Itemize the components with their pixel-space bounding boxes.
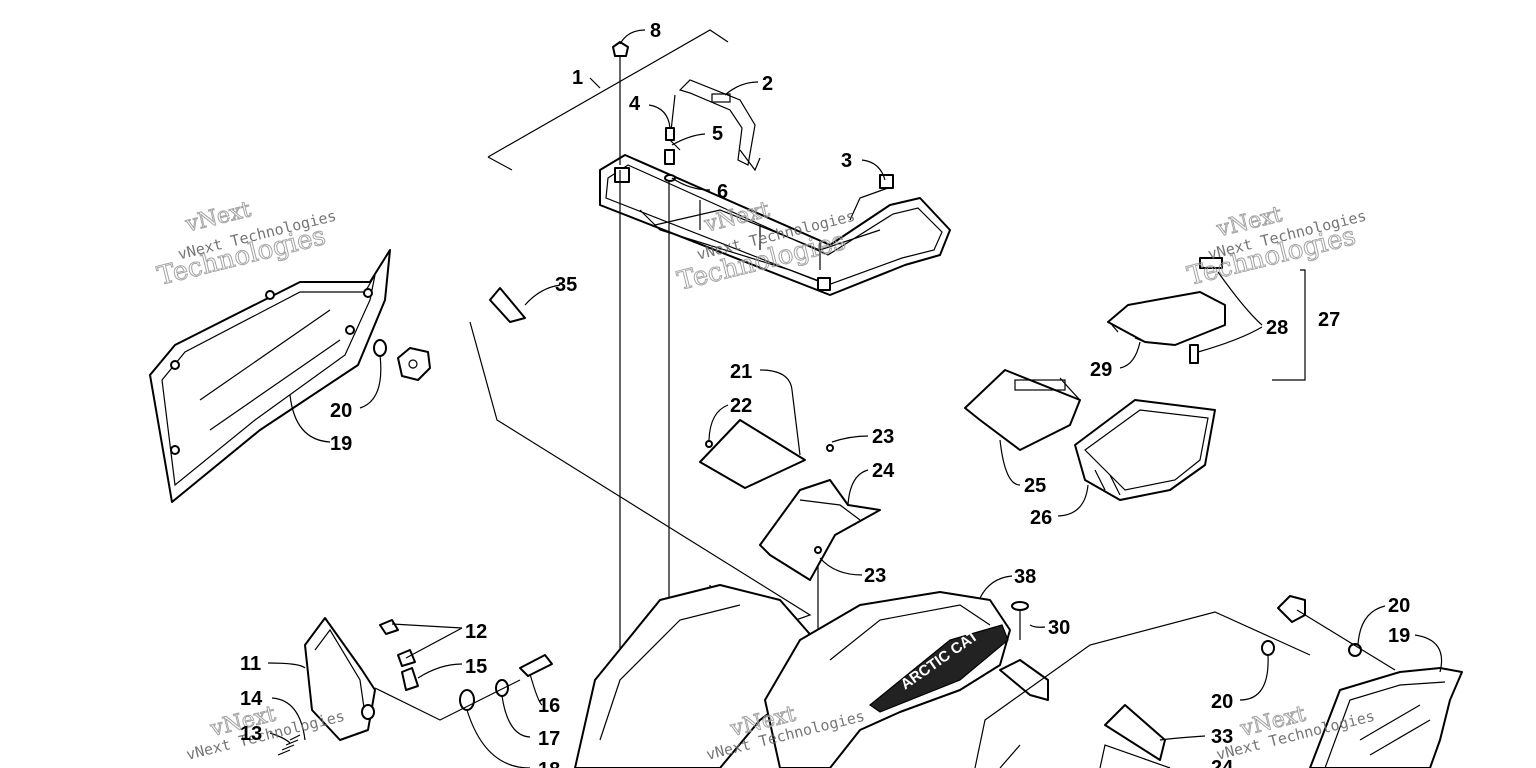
callout-15: 15 xyxy=(465,656,487,678)
callout-29: 29 xyxy=(1090,359,1112,381)
callout-1: 1 xyxy=(572,67,583,89)
callout-25: 25 xyxy=(1024,475,1046,497)
callout-20-lower: 20 xyxy=(1211,691,1233,713)
callout-13: 13 xyxy=(240,723,262,745)
callout-19-right: 19 xyxy=(1388,625,1410,647)
callout-35: 35 xyxy=(555,274,577,296)
callout-24: 24 xyxy=(872,460,895,482)
callout-labels: 8 1 2 4 5 3 6 35 27 28 29 21 20 22 23 19… xyxy=(240,20,1410,768)
center-covers xyxy=(699,419,881,581)
callout-12: 12 xyxy=(465,621,487,643)
callout-23-top: 23 xyxy=(872,426,894,448)
callout-5: 5 xyxy=(712,123,723,145)
callout-19-left: 19 xyxy=(330,433,352,455)
callout-26: 26 xyxy=(1030,507,1052,529)
callout-3: 3 xyxy=(841,150,852,172)
callout-22: 22 xyxy=(730,395,752,417)
callout-18: 18 xyxy=(538,759,560,768)
rack-hardware xyxy=(612,41,1223,364)
callout-4: 4 xyxy=(629,93,641,115)
callout-20-left: 20 xyxy=(330,400,352,422)
callout-2: 2 xyxy=(762,73,773,95)
right-side-panel xyxy=(1099,595,1463,768)
storage-box xyxy=(964,369,1216,501)
callout-38: 38 xyxy=(1014,566,1036,588)
callout-8: 8 xyxy=(650,20,661,42)
callout-16: 16 xyxy=(538,695,560,717)
callout-24-lower: 24 xyxy=(1211,757,1234,768)
tail-light xyxy=(1107,291,1226,346)
leader-lines xyxy=(267,29,1443,768)
callout-14: 14 xyxy=(240,688,263,710)
callout-23-bottom: 23 xyxy=(864,565,886,587)
callout-33: 33 xyxy=(1211,726,1233,748)
callout-30: 30 xyxy=(1048,617,1070,639)
callout-20-right: 20 xyxy=(1388,595,1410,617)
callout-6: 6 xyxy=(717,181,728,203)
lamp-assembly xyxy=(277,617,553,756)
front-body: ARCTIC CAT xyxy=(574,584,1311,768)
left-side-panel xyxy=(149,249,431,503)
callout-27: 27 xyxy=(1318,309,1340,331)
callout-21: 21 xyxy=(730,361,752,383)
callout-17: 17 xyxy=(538,728,560,750)
callout-28: 28 xyxy=(1266,317,1288,339)
rear-rack xyxy=(599,79,951,296)
callout-11: 11 xyxy=(240,653,261,675)
